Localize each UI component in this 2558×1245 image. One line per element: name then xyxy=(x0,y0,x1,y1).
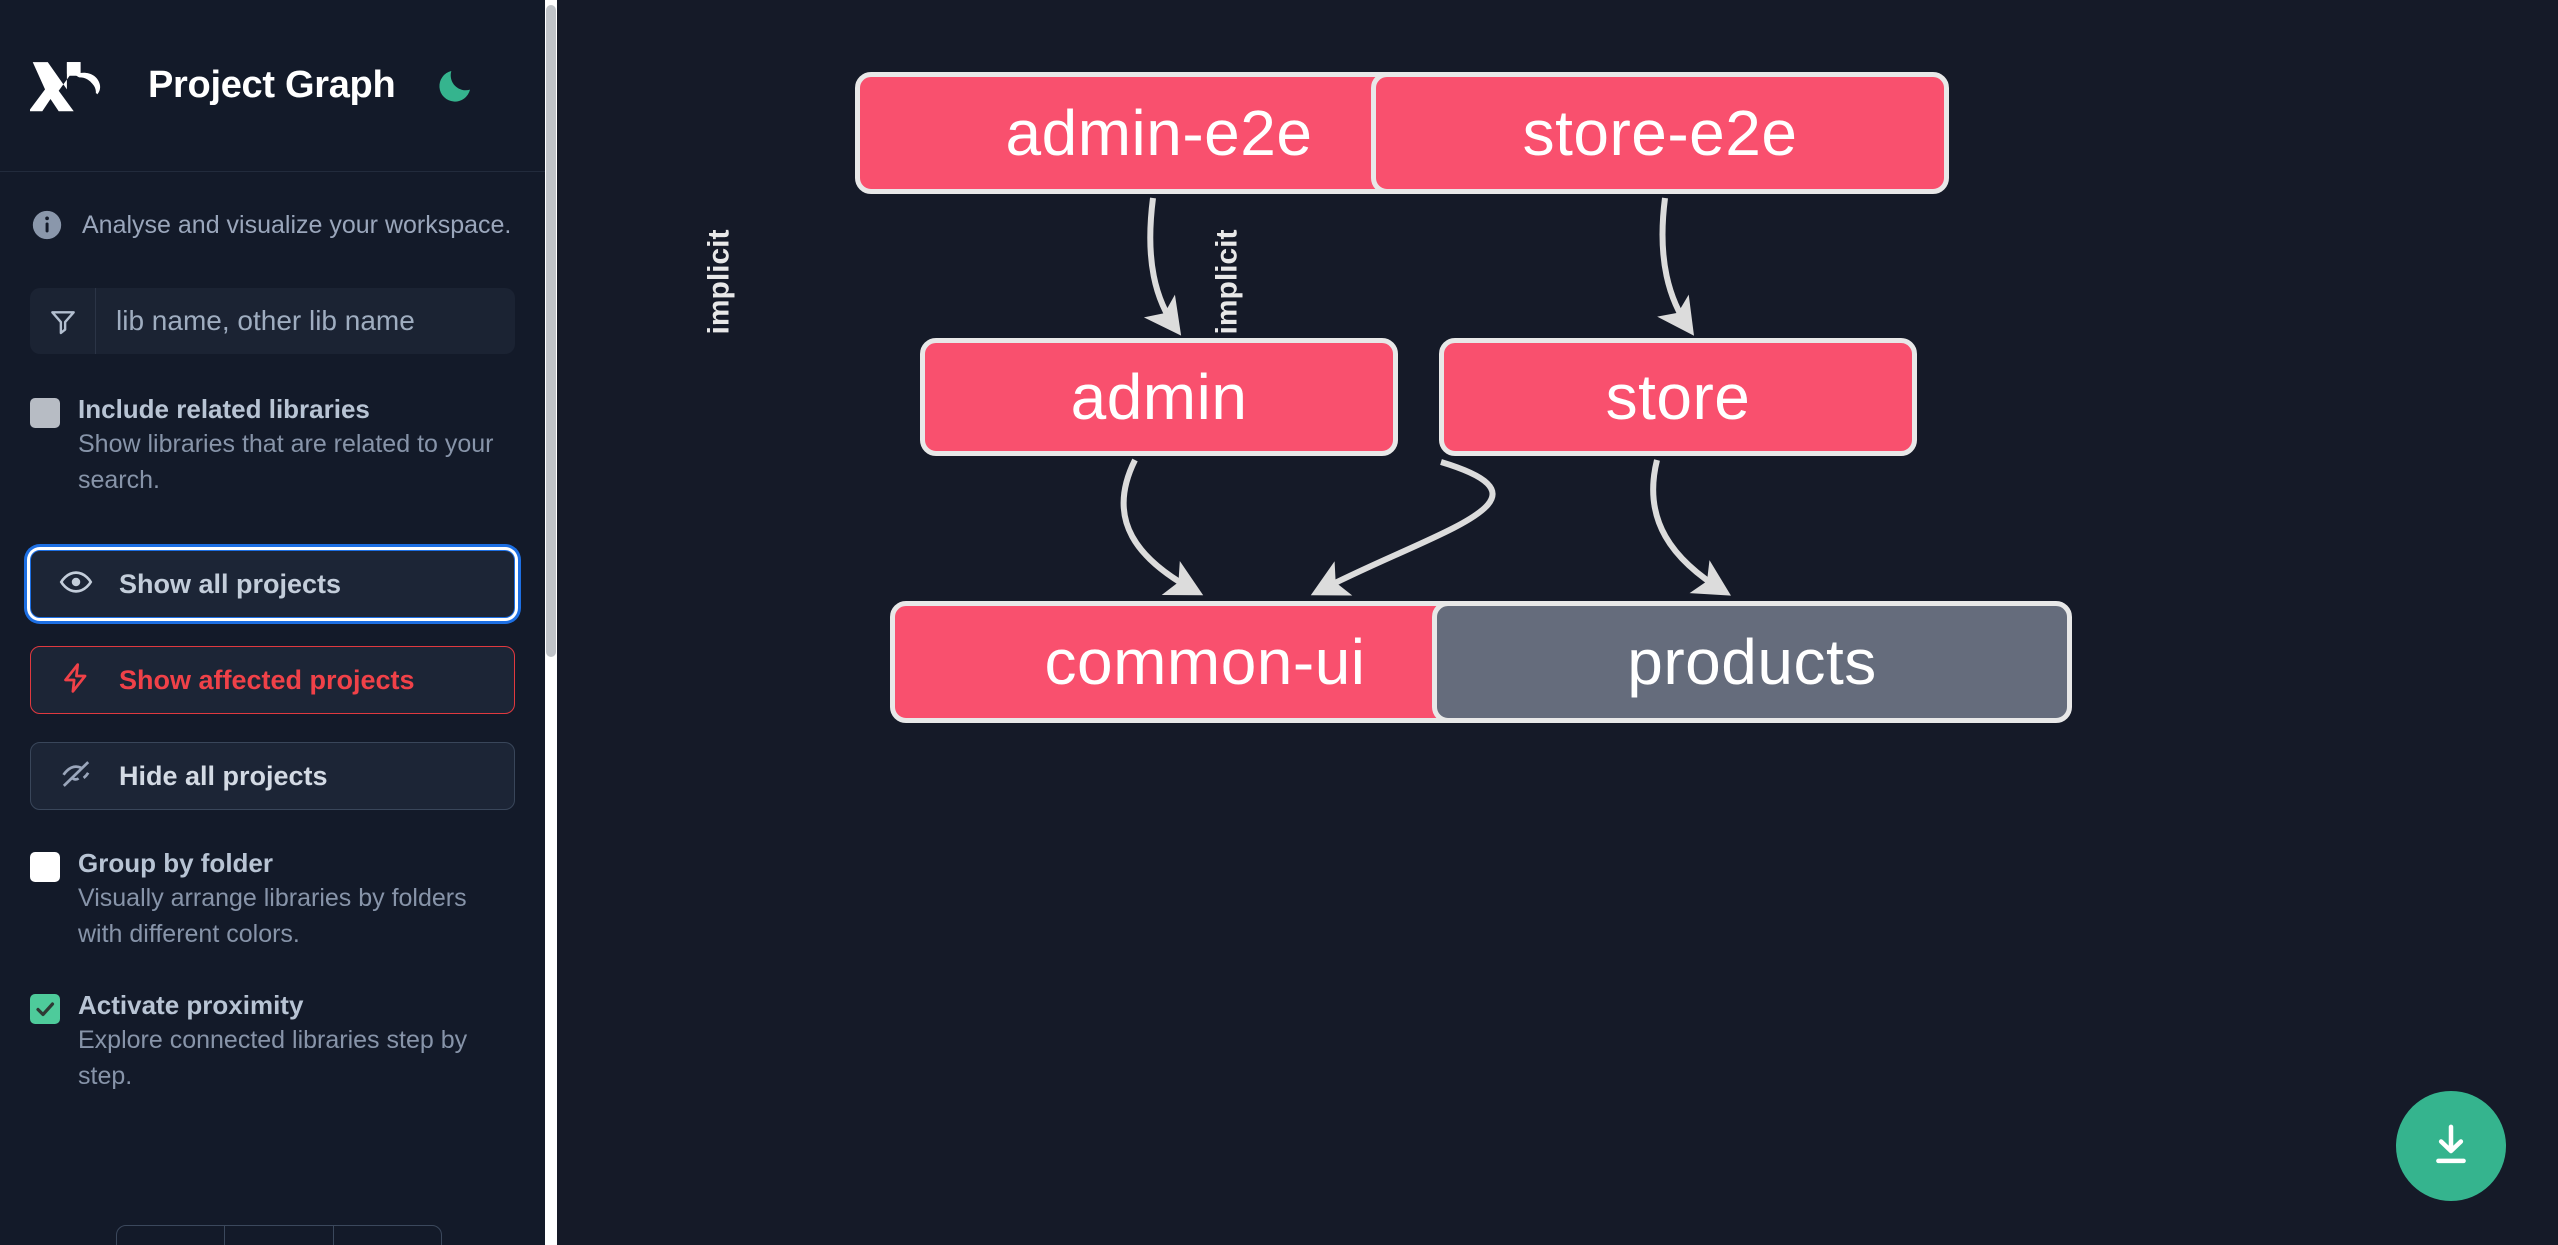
checkbox-activate-proximity[interactable] xyxy=(30,994,60,1025)
graph-node-admin[interactable]: admin xyxy=(920,338,1398,456)
graph-edges xyxy=(1120,197,1731,596)
edge-admin-to-common-ui xyxy=(1120,458,1204,596)
tagline: Analyse and visualize your workspace. xyxy=(0,172,545,242)
sidebar-scrollbar-thumb[interactable] xyxy=(546,5,556,657)
edge-store-to-common-ui xyxy=(1310,459,1496,596)
show-affected-projects-button[interactable]: Show affected projects xyxy=(30,646,515,715)
nx-logo-icon xyxy=(28,55,112,117)
eye-icon xyxy=(59,565,93,604)
filter-icon xyxy=(30,288,96,354)
node-label: store-e2e xyxy=(1522,97,1798,169)
search-field[interactable] xyxy=(30,288,515,354)
edge-admin-e2e-to-admin xyxy=(1143,197,1182,336)
option-description: Explore connected libraries step by step… xyxy=(78,1026,468,1090)
eye-off-icon xyxy=(59,757,93,796)
info-icon xyxy=(30,208,64,242)
graph-node-store[interactable]: store xyxy=(1439,338,1917,456)
button-label: Hide all projects xyxy=(119,760,328,791)
search-input[interactable] xyxy=(96,288,515,354)
option-include-related-libraries[interactable]: Include related libraries Show libraries… xyxy=(0,392,545,498)
edge-store-e2e-to-store xyxy=(1657,197,1695,336)
option-description: Visually arrange libraries by folders wi… xyxy=(78,884,467,948)
edge-store-to-products xyxy=(1650,459,1731,596)
moon-icon[interactable] xyxy=(433,64,477,108)
node-label: common-ui xyxy=(1044,626,1366,698)
node-label: store xyxy=(1605,361,1751,433)
sidebar-scrollbar[interactable] xyxy=(545,0,557,1245)
checkbox-group-by-folder[interactable] xyxy=(30,852,60,883)
option-group-by-folder[interactable]: Group by folder Visually arrange librari… xyxy=(0,846,545,952)
option-activate-proximity[interactable]: Activate proximity Explore connected lib… xyxy=(0,988,545,1094)
node-label: products xyxy=(1627,626,1877,698)
tagline-text: Analyse and visualize your workspace. xyxy=(82,210,512,239)
segment-3[interactable] xyxy=(334,1226,441,1245)
action-button-group: Show all projects Show affected projects xyxy=(0,550,545,811)
segment-2[interactable] xyxy=(225,1226,334,1245)
button-label: Show all projects xyxy=(119,568,342,599)
hide-all-projects-button[interactable]: Hide all projects xyxy=(30,742,515,811)
show-all-projects-button[interactable]: Show all projects xyxy=(30,550,515,619)
node-label: admin xyxy=(1070,361,1248,433)
graph-canvas[interactable]: implicit implicit admin-e2e store-e2e ad… xyxy=(557,0,2558,1245)
sidebar-content: Project Graph Analyse and visualize yo xyxy=(0,0,545,1245)
download-icon xyxy=(2436,1124,2466,1164)
checkbox-include-related-libraries[interactable] xyxy=(30,398,60,428)
graph-node-common-ui[interactable]: common-ui xyxy=(890,601,1520,723)
segmented-control[interactable] xyxy=(116,1225,442,1245)
sidebar: Project Graph Analyse and visualize yo xyxy=(0,0,557,1245)
sidebar-header: Project Graph xyxy=(0,0,545,172)
option-label: Group by folder xyxy=(78,848,273,879)
node-label: admin-e2e xyxy=(1005,97,1313,169)
graph-node-products[interactable]: products xyxy=(1432,601,2072,723)
segment-1[interactable] xyxy=(117,1226,226,1245)
button-label: Show affected projects xyxy=(119,664,415,695)
graph-node-store-e2e[interactable]: store-e2e xyxy=(1371,72,1949,194)
page-title: Project Graph xyxy=(148,64,396,106)
download-button[interactable] xyxy=(2396,1091,2506,1201)
option-label: Activate proximity xyxy=(78,990,304,1021)
option-label: Include related libraries xyxy=(78,394,370,424)
lightning-icon xyxy=(59,661,93,700)
option-description: Show libraries that are related to your … xyxy=(78,430,494,494)
